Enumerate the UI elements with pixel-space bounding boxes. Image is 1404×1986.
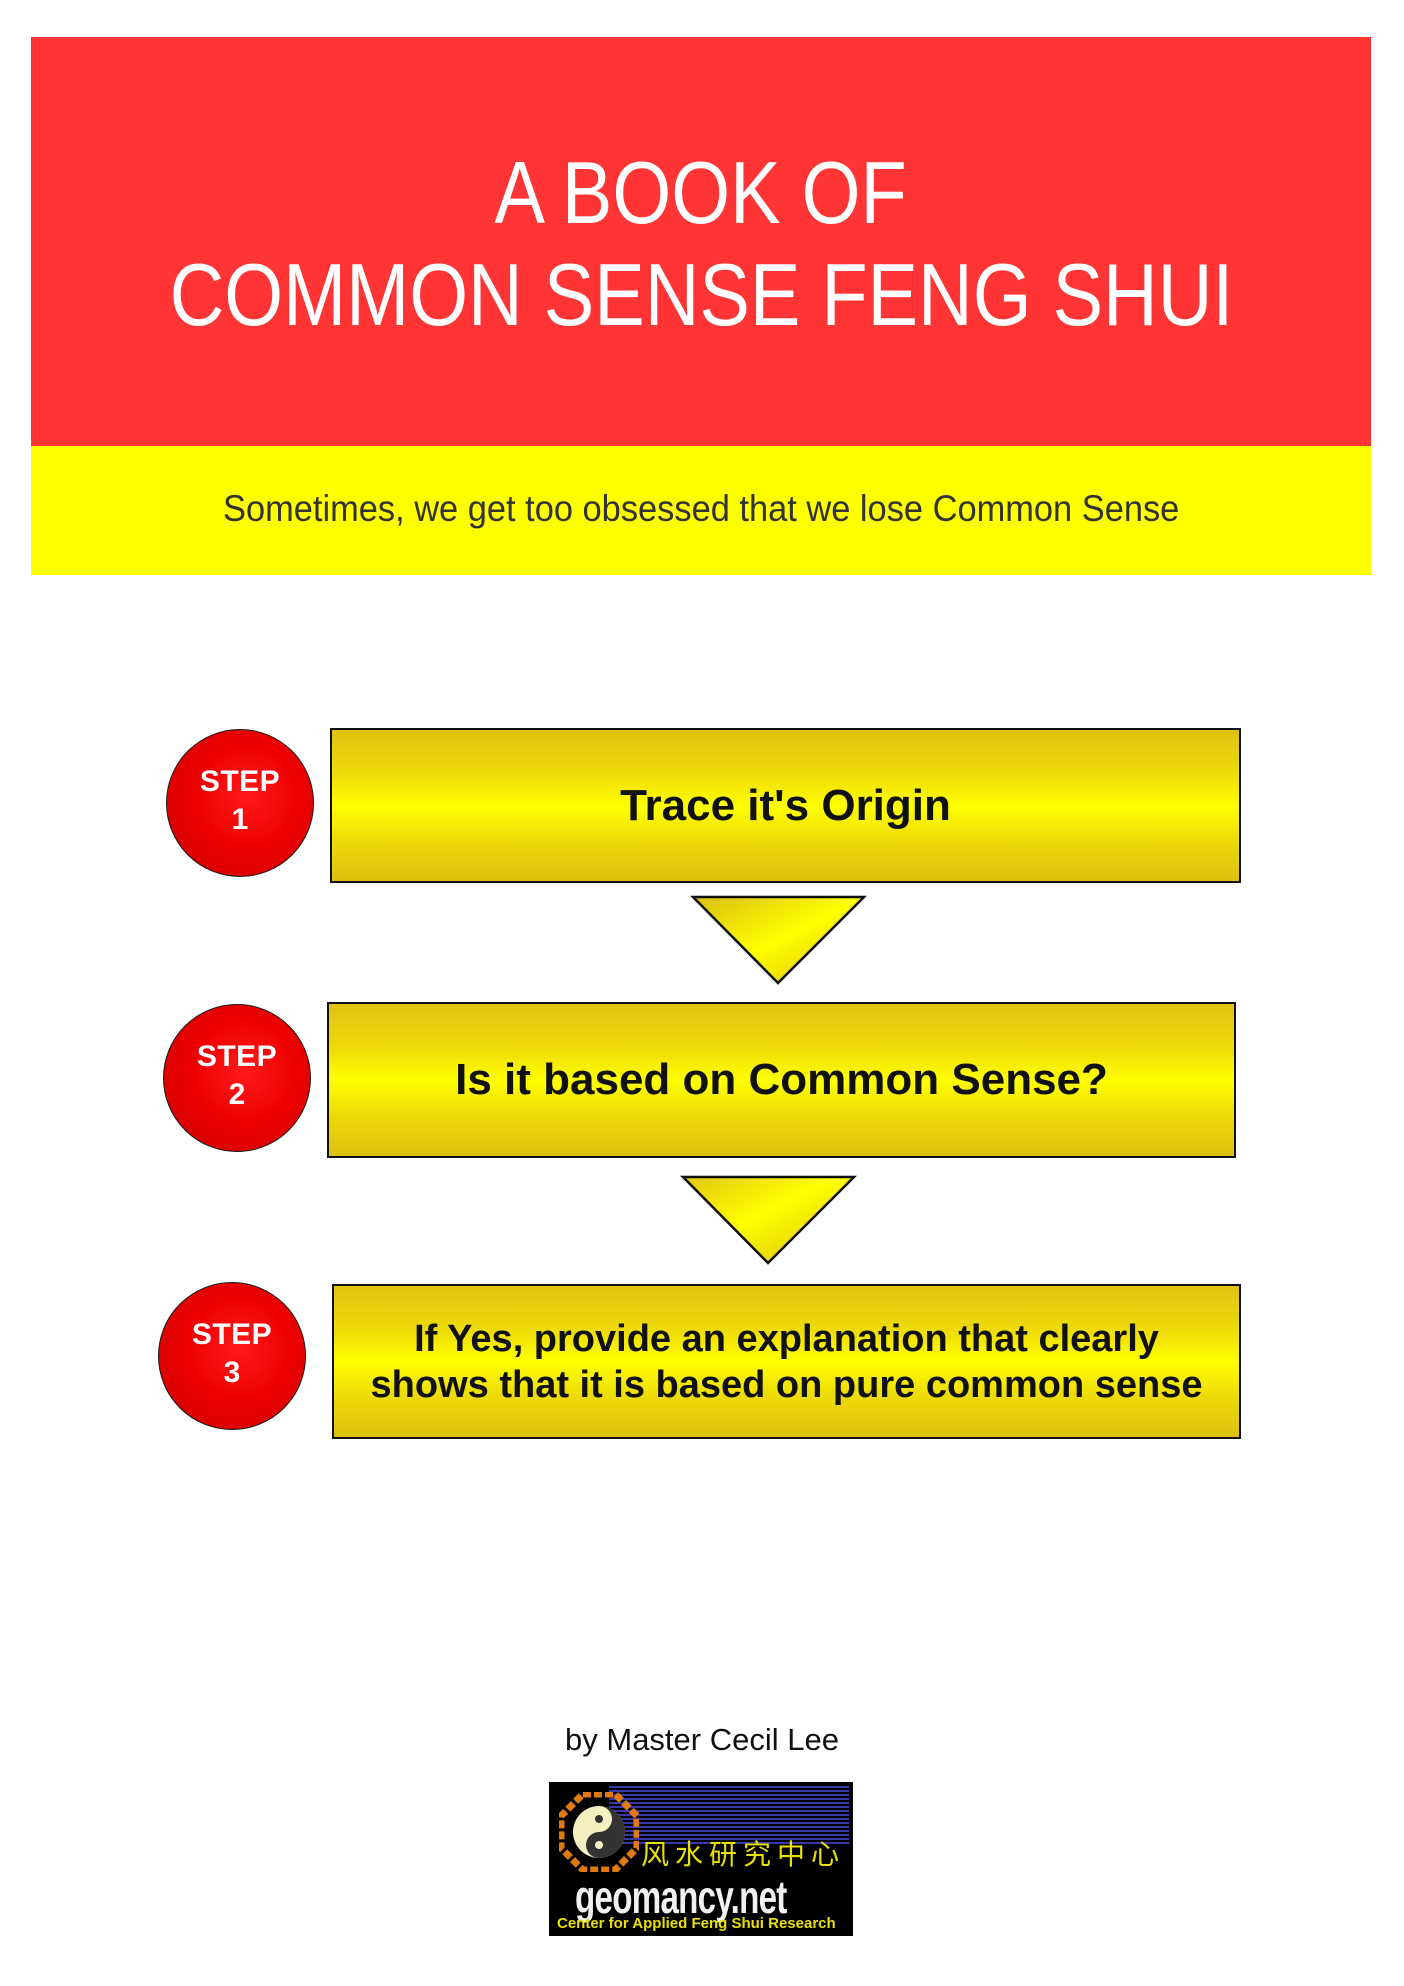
step-3-badge: STEP 3 — [158, 1282, 306, 1430]
down-triangle-icon — [680, 1175, 858, 1265]
title-line-2: COMMON SENSE FENG SHUI — [169, 245, 1233, 344]
logo-stripes — [609, 1786, 849, 1846]
step-2-label: STEP — [196, 1040, 278, 1073]
step-2-text: Is it based on Common Sense? — [455, 1055, 1108, 1104]
subtitle-band: Sometimes, we get too obsessed that we l… — [31, 446, 1371, 575]
step-1-text: Trace it's Origin — [620, 780, 951, 830]
title-line-1: A BOOK OF — [494, 143, 908, 242]
logo-site-name: geomancy.net — [575, 1871, 787, 1923]
step-3-label: STEP — [191, 1318, 273, 1351]
down-triangle-icon — [690, 895, 868, 985]
step-2-box: Is it based on Common Sense? — [327, 1002, 1236, 1158]
author-byline: by Master Cecil Lee — [565, 1722, 839, 1757]
geomancy-logo: 风水研究中心 geomancy.net Center for Applied F… — [549, 1782, 853, 1936]
step-1-number: 1 — [231, 803, 249, 836]
step-2-badge: STEP 2 — [163, 1004, 311, 1152]
step-3-text: If Yes, provide an explanation that clea… — [371, 1316, 1203, 1408]
logo-chinese-text: 风水研究中心 — [641, 1838, 846, 1871]
step-3-number: 3 — [223, 1356, 241, 1389]
step-2-number: 2 — [228, 1078, 246, 1111]
subtitle: Sometimes, we get too obsessed that we l… — [222, 488, 1180, 529]
step-1-box: Trace it's Origin — [330, 728, 1241, 883]
bagua-yin-yang-icon — [559, 1792, 639, 1872]
logo-tagline: Center for Applied Feng Shui Research — [557, 1915, 836, 1932]
step-1-label: STEP — [199, 765, 281, 798]
title-band: A BOOK OF COMMON SENSE FENG SHUI — [31, 37, 1371, 446]
step-1-badge: STEP 1 — [166, 729, 314, 877]
step-3-box: If Yes, provide an explanation that clea… — [332, 1284, 1241, 1439]
step-3-text-line-2: shows that it is based on pure common se… — [370, 1363, 1203, 1406]
step-3-text-line-1: If Yes, provide an explanation that clea… — [414, 1317, 1159, 1360]
